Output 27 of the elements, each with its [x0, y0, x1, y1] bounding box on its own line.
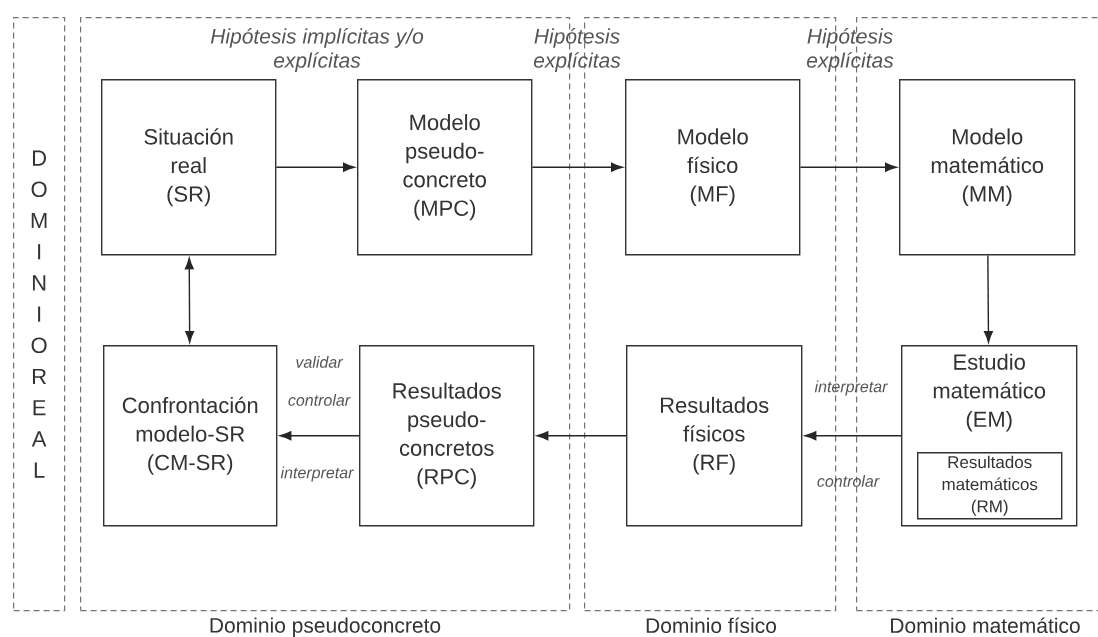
process-box: Confrontación modelo-SR (CM-SR) [103, 345, 278, 527]
annotation: controlar [817, 475, 880, 487]
arrow [799, 162, 897, 172]
annotation: controlar [288, 394, 351, 406]
arrow [184, 257, 195, 343]
result-box: Resultados matemáticos (RM) [917, 452, 1063, 520]
domain-label: DOMINIO REAL [31, 150, 47, 478]
annotation: validar [296, 356, 344, 368]
domain-label: Dominio pseudoconcreto [210, 617, 441, 637]
annotation: Hipótesis implícitas y/o explícitas [210, 28, 424, 72]
process-box: Modelo físico (MF) [625, 79, 801, 256]
arrow [983, 254, 993, 343]
annotation: interpretar [280, 466, 354, 482]
arrow [279, 431, 360, 441]
arrow [531, 162, 623, 172]
annotation: Hipótesis explícitas [806, 28, 894, 72]
domain-label: Dominio matemático [891, 617, 1080, 634]
process-box: Modelo matemático (MM) [899, 79, 1076, 256]
process-box: Modelo pseudo-concreto (MPC) [357, 79, 533, 256]
arrow [275, 162, 355, 172]
domain-label: Dominio físico [646, 617, 776, 634]
process-box: Situación real (SR) [101, 79, 277, 256]
process-box: Resultados pseudo-concretos (RPC) [359, 345, 535, 527]
process-box: Resultados físicos (RF) [626, 345, 803, 527]
arrow [536, 431, 627, 441]
arrow [804, 431, 902, 441]
annotation: Hipótesis explícitas [533, 28, 621, 72]
